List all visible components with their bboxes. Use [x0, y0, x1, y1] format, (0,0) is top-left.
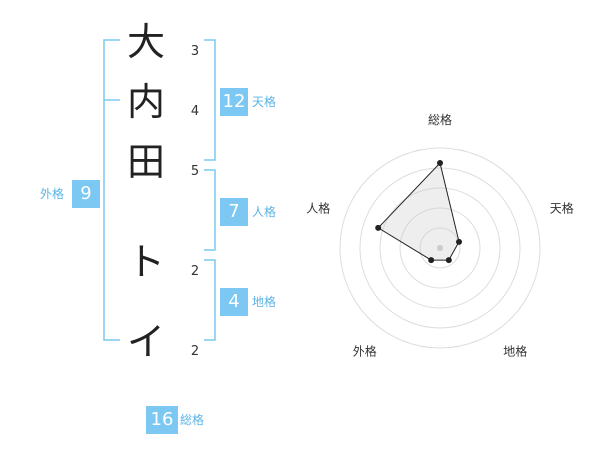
stroke-count-3: 5 [190, 164, 200, 179]
radar-axis-label-1: 総格 [428, 112, 452, 127]
radar-axis-label-3: 地格 [503, 344, 527, 359]
soukaku-badge: 16 [146, 406, 178, 434]
radar-axis-label-2: 天格 [550, 200, 574, 215]
radar-ring-3 [379, 187, 501, 309]
radar-point-1 [437, 160, 443, 166]
name-char-2: 内 [126, 80, 165, 124]
jinkaku-label: 人格 [252, 205, 277, 219]
radar-center-dot [437, 245, 443, 251]
chikaku-badge: 4 [220, 288, 248, 316]
radar-point-2 [456, 238, 463, 245]
tenkaku-badge: 12 [220, 88, 248, 116]
radar-ring-5 [339, 147, 541, 349]
stroke-count-1: 3 [190, 44, 200, 59]
gaikaku-badge: 9 [72, 180, 100, 208]
radar-ring-1 [419, 227, 461, 269]
name-char-1: 大 [126, 20, 165, 64]
name-char-3: 田 [126, 140, 165, 184]
tenkaku-label: 天格 [252, 95, 277, 109]
radar-ring-2 [399, 207, 481, 289]
name-char-4: ト [126, 240, 165, 284]
radar-ring-4 [359, 167, 521, 329]
stroke-count-5: 2 [190, 344, 200, 359]
radar-point-3 [445, 257, 452, 264]
name-char-5: イ [126, 320, 165, 364]
stroke-count-4: 2 [190, 264, 200, 279]
radar-polygon [377, 161, 460, 261]
radar-point-5 [375, 224, 382, 231]
jinkaku-badge: 7 [220, 198, 248, 226]
radar-rings [339, 147, 541, 349]
radar-point-4 [428, 257, 435, 264]
soukaku-label: 総格 [180, 413, 205, 427]
radar-axis-label-5: 人格 [306, 200, 330, 215]
chikaku-label: 地格 [252, 295, 277, 309]
radar-axis-label-4: 外格 [353, 344, 377, 359]
stroke-count-2: 4 [190, 104, 200, 119]
gaikaku-label: 外格 [40, 187, 65, 201]
